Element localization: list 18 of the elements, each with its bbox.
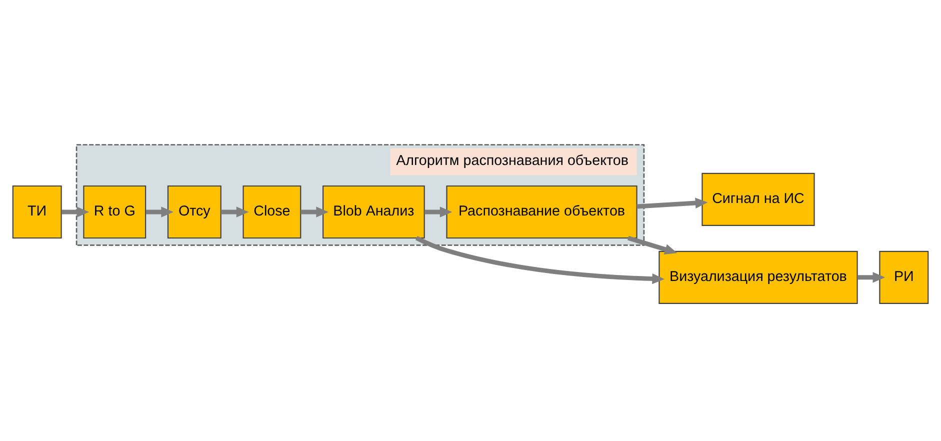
arrow <box>415 236 665 284</box>
node-box: R to G <box>83 185 146 239</box>
arrow <box>220 206 249 218</box>
node-box: РИ <box>879 250 929 304</box>
node-box: ТИ <box>12 185 62 239</box>
node-box: Blob Анализ <box>322 185 425 239</box>
node-box: Сигнал на ИС <box>702 172 815 226</box>
arrow <box>146 206 174 218</box>
node-box: Визуализация результатов <box>658 250 858 304</box>
node-box: Распознавание объектов <box>446 185 638 239</box>
node-box: Отсу <box>167 185 222 239</box>
arrow <box>62 206 90 218</box>
arrow <box>636 198 708 209</box>
arrow <box>300 206 328 218</box>
node-box: Close <box>242 185 302 239</box>
arrow <box>857 272 886 283</box>
arrow <box>627 236 678 255</box>
arrow <box>424 206 452 218</box>
